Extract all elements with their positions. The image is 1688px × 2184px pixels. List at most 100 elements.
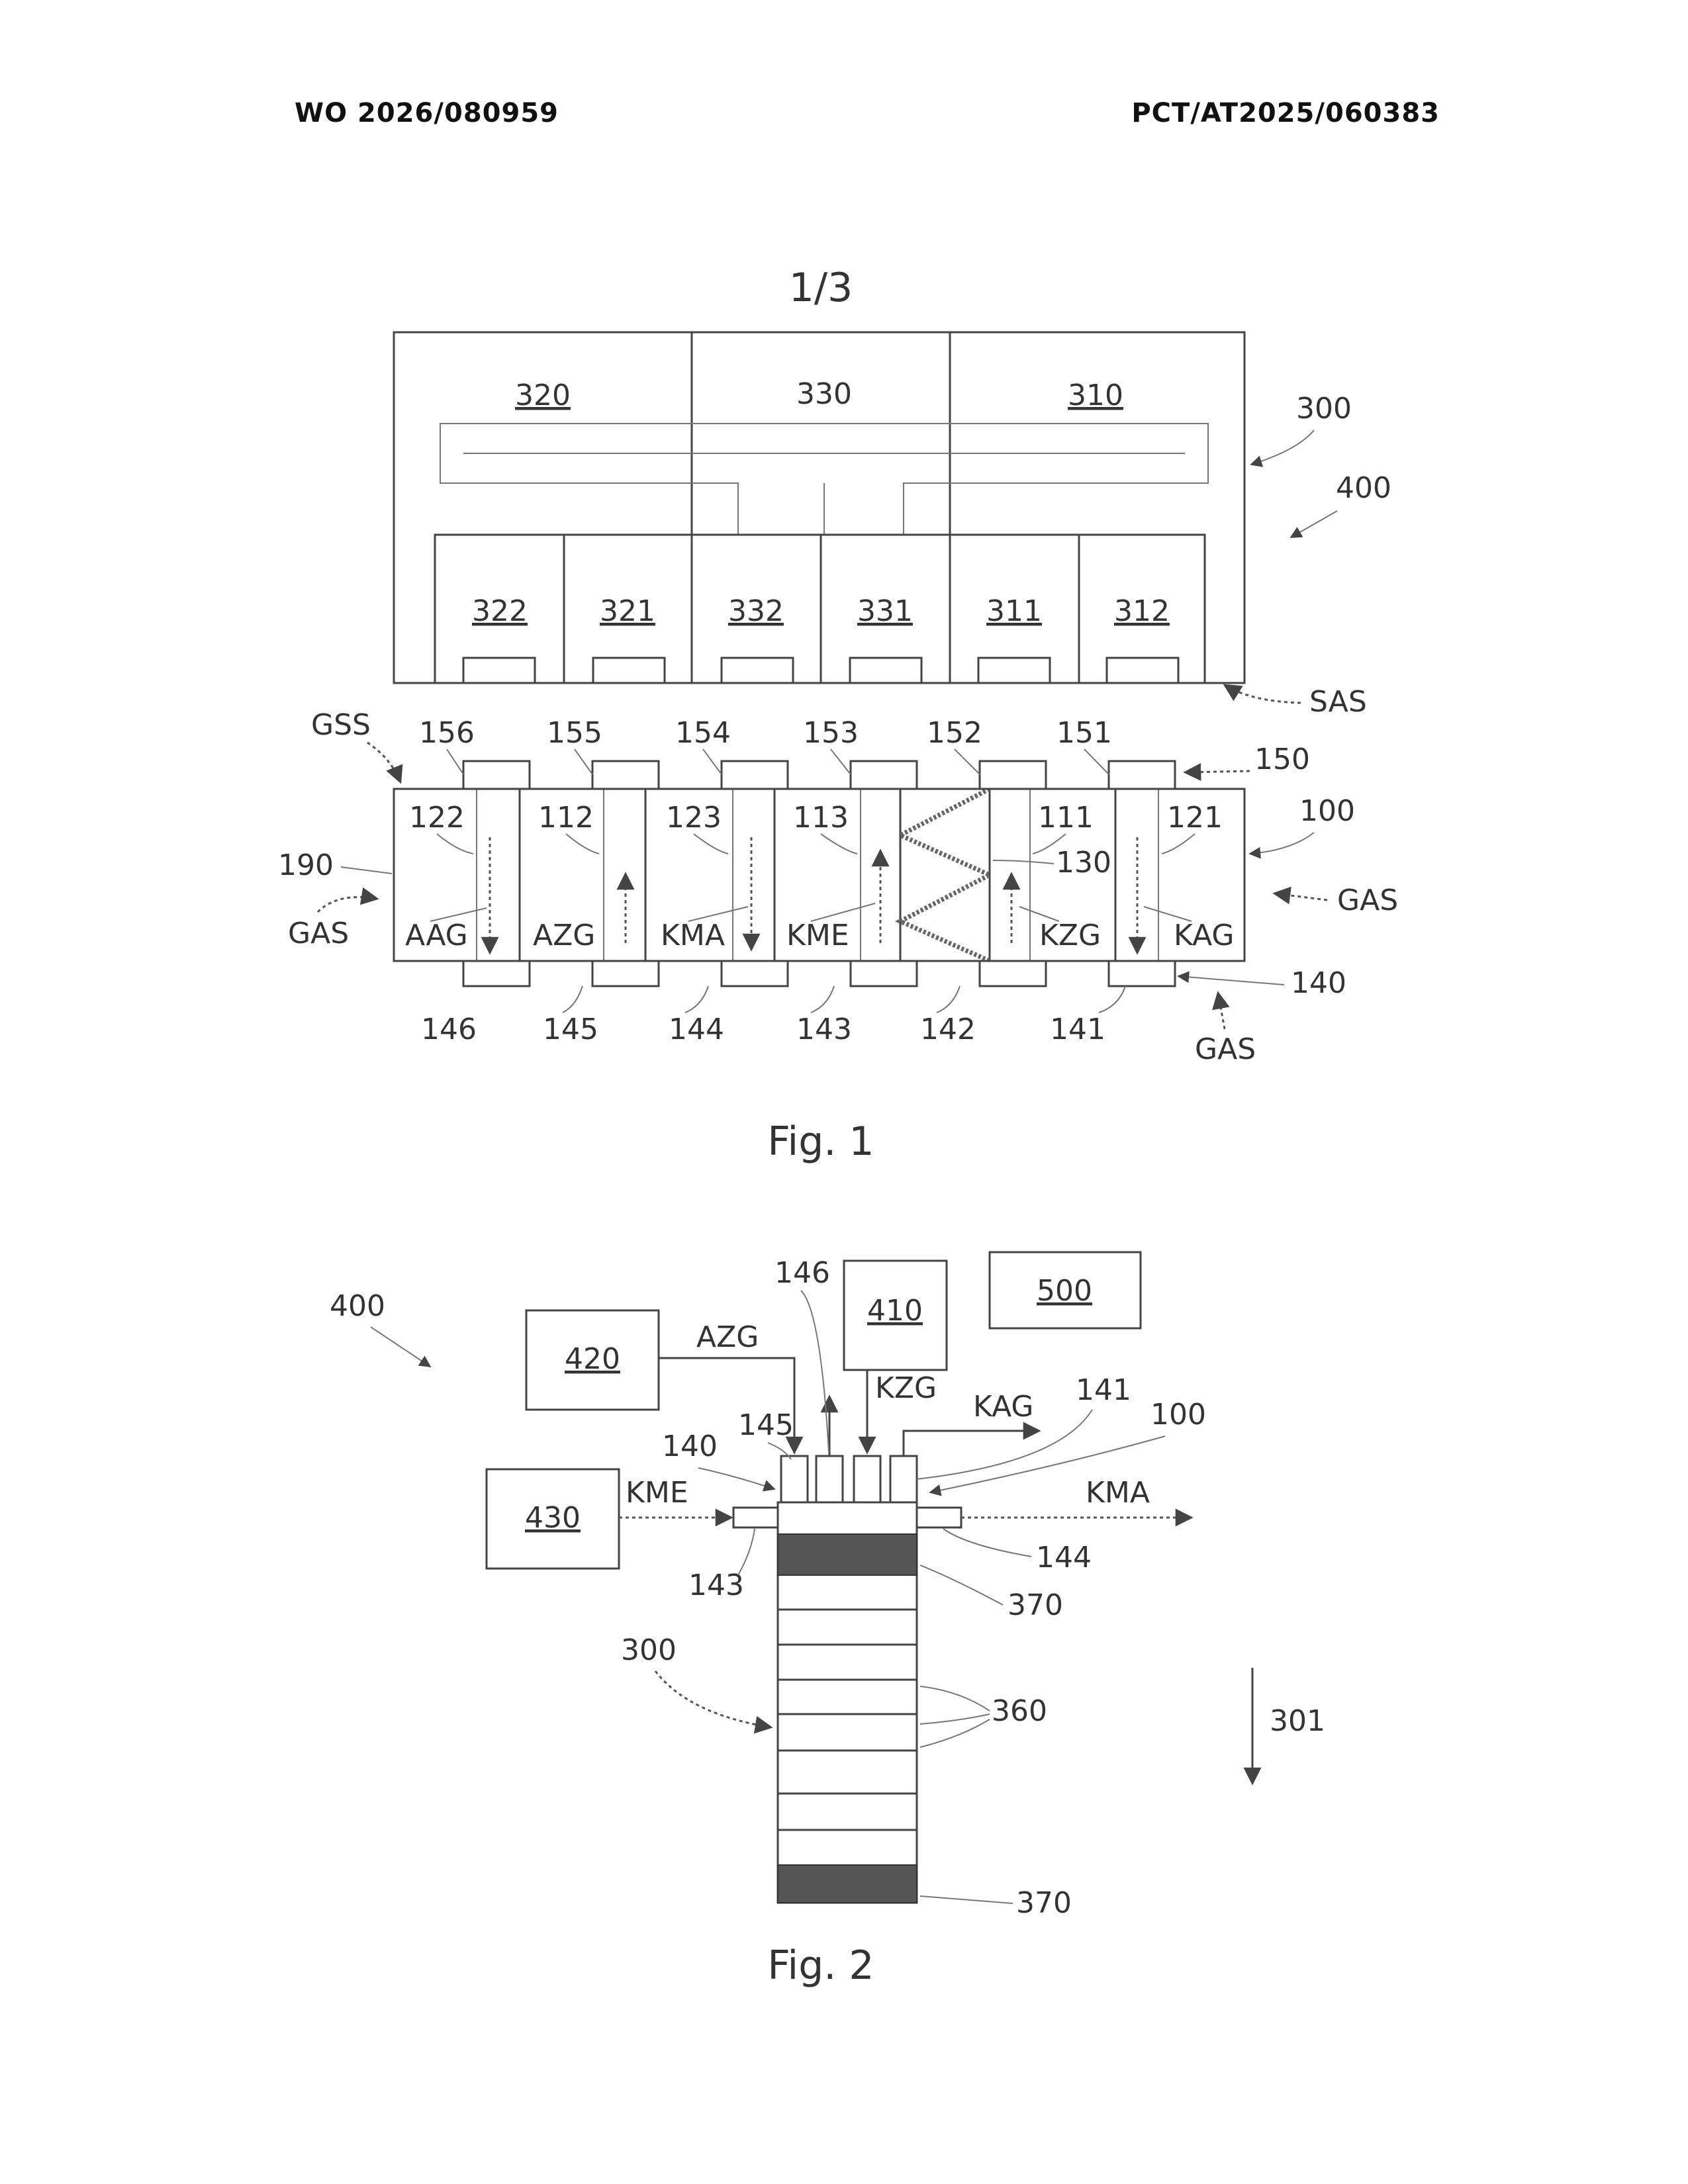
- label-kma: KMA: [1086, 1476, 1150, 1510]
- label-kma: KMA: [661, 919, 725, 952]
- port-144: [917, 1508, 961, 1527]
- label-130: 130: [1056, 846, 1111, 880]
- label-111: 111: [1038, 801, 1094, 835]
- label-420: 420: [565, 1342, 620, 1376]
- connector: [978, 658, 1050, 683]
- label-156: 156: [419, 716, 475, 750]
- leader-370-bottom: [920, 1896, 1013, 1903]
- ref-sas: SAS: [1309, 685, 1367, 719]
- port-143: [733, 1508, 778, 1527]
- ref-300: 300: [1296, 392, 1352, 426]
- gas-left-arrow: [318, 897, 377, 913]
- label-kag: KAG: [973, 1390, 1034, 1424]
- ref-gss: GSS: [311, 708, 371, 742]
- label-310: 310: [1068, 379, 1123, 412]
- label-332: 332: [728, 594, 784, 628]
- kag-flow: [904, 1431, 1039, 1456]
- port-145: [592, 961, 659, 986]
- fig2-ref-400: 400: [330, 1289, 385, 1323]
- fig2-label-301: 301: [1270, 1704, 1325, 1738]
- label-145: 145: [543, 1013, 598, 1046]
- ref-300-arrow: [1251, 430, 1314, 465]
- label-kag: KAG: [1174, 919, 1235, 952]
- label-121: 121: [1167, 801, 1223, 835]
- fig2: 400 410 500 420 430: [330, 1252, 1325, 1989]
- port-146: [463, 961, 530, 986]
- sheet-number: 1/3: [789, 265, 853, 311]
- ref-150: 150: [1254, 743, 1310, 776]
- fig2-label-143: 143: [688, 1569, 744, 1602]
- fig1: 320 330 310 322 321 332 331 311 312 300: [278, 332, 1398, 1165]
- ref-400: 400: [1336, 471, 1391, 505]
- end-plate-370-bottom: [778, 1865, 917, 1903]
- gas-bottom-arrow: [1218, 993, 1225, 1029]
- connector: [722, 658, 793, 683]
- port-144: [722, 961, 788, 986]
- fig2-label-100: 100: [1150, 1398, 1206, 1432]
- port-145: [781, 1456, 808, 1502]
- label-146: 146: [421, 1013, 477, 1046]
- label-112: 112: [538, 801, 594, 835]
- gas-left: GAS: [288, 917, 349, 950]
- top-ports: 156 155 154 153 152 151: [419, 716, 1175, 789]
- label-azg: AZG: [696, 1320, 759, 1354]
- label-144: 144: [669, 1013, 724, 1046]
- ref-140-arrow: [1178, 976, 1284, 985]
- fig2-label-140: 140: [662, 1430, 718, 1463]
- label-322: 322: [472, 594, 528, 628]
- ref-sas-arrow: [1225, 685, 1301, 703]
- gas-bottom: GAS: [1195, 1032, 1256, 1066]
- label-500: 500: [1037, 1274, 1092, 1308]
- label-154: 154: [675, 716, 731, 750]
- connector: [593, 658, 665, 683]
- label-152: 152: [927, 716, 982, 750]
- port-155: [592, 761, 659, 789]
- leader-360-a: [920, 1686, 990, 1711]
- fig2-label-146: 146: [774, 1256, 830, 1290]
- label-320: 320: [515, 379, 571, 412]
- connector: [1107, 658, 1178, 683]
- ref-190-leader: [341, 867, 392, 874]
- label-kme: KME: [626, 1476, 688, 1510]
- port-141: [890, 1456, 917, 1502]
- ref-190: 190: [278, 848, 334, 882]
- ref-140: 140: [1291, 966, 1346, 1000]
- label-410: 410: [867, 1294, 923, 1328]
- label-122: 122: [409, 801, 465, 835]
- gas-right: GAS: [1337, 884, 1398, 917]
- label-155: 155: [547, 716, 602, 750]
- label-321: 321: [600, 594, 655, 628]
- fig2-ref-400-arrow: [371, 1327, 430, 1367]
- label-aag: AAG: [405, 919, 468, 952]
- fig2-label-370-top: 370: [1008, 1588, 1063, 1622]
- fig2-label-370-bottom: 370: [1016, 1886, 1072, 1920]
- leader-360-b: [920, 1714, 990, 1724]
- port-kzg: [854, 1456, 880, 1502]
- port-141: [1109, 961, 1175, 986]
- label-142: 142: [920, 1013, 976, 1046]
- label-153: 153: [803, 716, 859, 750]
- connector: [463, 658, 535, 683]
- end-plate-370-top: [778, 1534, 917, 1575]
- label-kzg: KZG: [1039, 919, 1101, 952]
- fig2-label-144: 144: [1036, 1541, 1092, 1574]
- ref-100: 100: [1299, 794, 1355, 828]
- modules: 322 321 332 331 311 312: [435, 535, 1205, 683]
- label-kme: KME: [786, 919, 849, 952]
- label-123: 123: [666, 801, 722, 835]
- label-kzg: KZG: [875, 1371, 937, 1405]
- label-143: 143: [796, 1013, 852, 1046]
- label-151: 151: [1056, 716, 1112, 750]
- port-142: [980, 961, 1046, 986]
- fig2-label-300: 300: [621, 1633, 677, 1667]
- ref-100-arrow: [1250, 833, 1314, 854]
- connector: [850, 658, 921, 683]
- fig2-label-141: 141: [1076, 1373, 1131, 1407]
- label-141: 141: [1050, 1013, 1105, 1046]
- port-143: [851, 961, 917, 986]
- fig2-caption: Fig. 2: [767, 1942, 874, 1989]
- ref-400-arrow: [1291, 511, 1337, 537]
- fig1-caption: Fig. 1: [767, 1118, 874, 1165]
- label-430: 430: [525, 1501, 581, 1535]
